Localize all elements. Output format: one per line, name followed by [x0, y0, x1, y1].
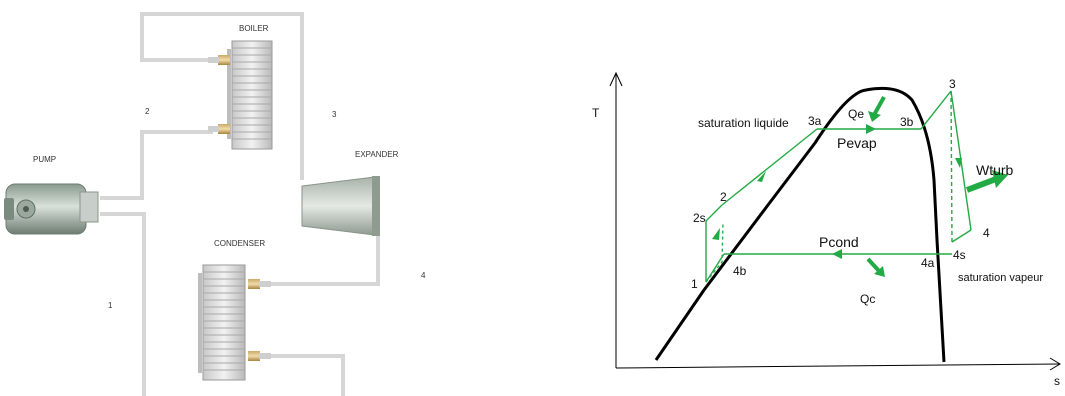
pipe-boiler-top	[140, 12, 304, 180]
y-axis-arrow	[609, 71, 623, 87]
expander: EXPANDER	[301, 150, 399, 236]
pcond-label: Pcond	[819, 234, 859, 250]
arrow-pump	[712, 228, 720, 240]
pevap-label: Pevap	[837, 135, 877, 151]
qe-arrow	[872, 96, 886, 116]
arrow-evap	[866, 124, 876, 134]
state-2-label: 2	[145, 107, 150, 116]
heating-liquid	[721, 128, 818, 206]
wturb-arrow-head	[992, 170, 1008, 188]
point-4-label: 4	[983, 226, 990, 240]
pipe-expander-to-condenser	[268, 226, 380, 286]
saturation-vapor-label: saturation vapeur	[958, 272, 1043, 284]
pump: PUMP	[4, 155, 99, 235]
point-3a-label: 3a	[808, 114, 822, 128]
arrow-cond	[832, 249, 842, 259]
arrow-expansion	[955, 158, 962, 168]
qe-arrow-head	[868, 111, 881, 122]
subcool	[705, 253, 725, 283]
pump-label: PUMP	[33, 155, 56, 164]
state-4-label: 4	[421, 271, 426, 280]
isentropic-expansion	[950, 90, 953, 243]
pump-compression	[705, 204, 723, 282]
x-axis	[615, 363, 1061, 369]
point-2s-label: 2s	[693, 211, 706, 225]
axes	[609, 71, 1061, 371]
condenser: CONDENSER	[198, 239, 271, 381]
superheat	[920, 90, 952, 130]
state-3-label: 3	[332, 110, 337, 119]
pipe-network	[100, 12, 380, 396]
flow-arrows	[712, 124, 962, 259]
boiler-label: BOILER	[239, 24, 269, 33]
ts-diagram: T s	[592, 71, 1061, 388]
saturation-liquid-label: saturation liquide	[698, 116, 789, 130]
wturb-label: Wturb	[976, 162, 1014, 178]
qc-arrow-head	[874, 266, 885, 277]
qc-arrow	[866, 257, 881, 273]
point-4a-label: 4a	[921, 256, 935, 270]
y-axis-label: T	[592, 106, 600, 120]
point-2-label: 2	[720, 190, 727, 204]
point-1-label: 1	[691, 277, 698, 291]
pipe-condenser-out	[266, 354, 345, 396]
condenser-label: CONDENSER	[214, 239, 265, 248]
arrow-heating	[757, 171, 766, 182]
expander-label: EXPANDER	[355, 150, 399, 159]
saturation-dome	[654, 86, 946, 363]
qe-label: Qe	[848, 107, 864, 121]
x-axis-label: s	[1054, 374, 1060, 388]
pipe-boiler-to-pump	[100, 130, 213, 200]
point-3b-label: 3b	[900, 115, 914, 129]
point-4s-label: 4s	[953, 248, 966, 262]
desuperheat	[951, 229, 972, 243]
pipe-pump-inlet	[100, 212, 146, 396]
boiler: BOILER	[208, 24, 273, 150]
point-4b-label: 4b	[733, 264, 747, 278]
x-axis-arrow	[1049, 357, 1061, 371]
wturb-arrow	[965, 176, 998, 193]
isentropic-pump	[705, 221, 724, 283]
energy-arrows	[866, 96, 1008, 277]
cycle-schematic: BOILER PUMP EXPANDER	[4, 12, 426, 396]
point-3-label: 3	[949, 77, 956, 91]
qc-label: Qc	[860, 292, 875, 306]
state-1-label: 1	[108, 301, 113, 310]
